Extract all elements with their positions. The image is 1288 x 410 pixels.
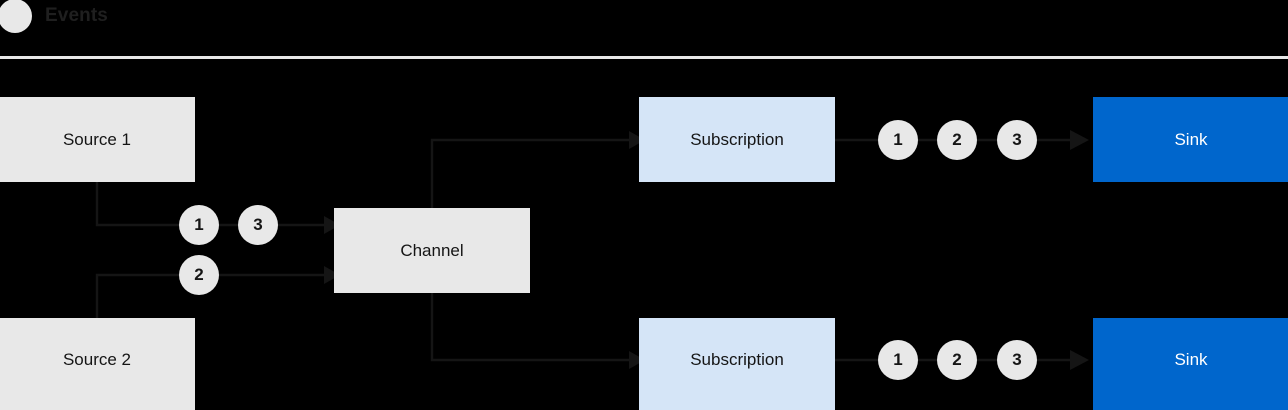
node-subscription-bottom-label: Subscription	[690, 350, 784, 369]
node-source-2[interactable]: Source 2	[0, 318, 195, 410]
node-channel-label: Channel	[400, 240, 464, 260]
event-badge-egress-top-3: 3	[997, 120, 1037, 160]
event-badge-egress-bottom-2: 2	[937, 340, 977, 380]
event-badge-egress-top-1: 1	[878, 120, 918, 160]
node-subscription-top-label: Subscription	[690, 129, 784, 149]
node-source-2-label: Source 2	[62, 350, 132, 369]
wire-channel-to-subscription-bottom	[430, 293, 629, 362]
event-dot-icon	[0, 0, 32, 33]
event-badge-egress-bottom-1: 1	[878, 340, 918, 380]
node-sink-top-label: Sink	[1174, 129, 1208, 149]
node-sink-bottom-label: Sink	[1174, 350, 1208, 369]
event-badge-ingress-1: 1	[179, 205, 219, 245]
node-source-1[interactable]: Source 1	[0, 97, 195, 182]
event-badge-egress-top-2: 2	[937, 120, 977, 160]
node-subscription-bottom[interactable]: Subscription	[639, 318, 835, 410]
event-badge-ingress-3: 3	[238, 205, 278, 245]
legend-divider	[0, 56, 1288, 59]
event-badge-ingress-2: 2	[179, 255, 219, 295]
wire-channel-to-subscription-top	[430, 138, 629, 208]
node-channel[interactable]: Channel	[334, 208, 530, 293]
legend: Events	[0, 0, 1288, 59]
node-subscription-top[interactable]: Subscription	[639, 97, 835, 182]
node-sink-top[interactable]: Sink	[1093, 97, 1288, 182]
legend-label: Events	[45, 5, 108, 26]
event-badge-egress-bottom-3: 3	[997, 340, 1037, 380]
node-sink-bottom[interactable]: Sink	[1093, 318, 1288, 410]
arrowhead-sink-top	[1070, 130, 1089, 150]
node-source-1-label: Source 1	[62, 129, 132, 149]
arrowhead-sink-bottom	[1070, 350, 1089, 370]
